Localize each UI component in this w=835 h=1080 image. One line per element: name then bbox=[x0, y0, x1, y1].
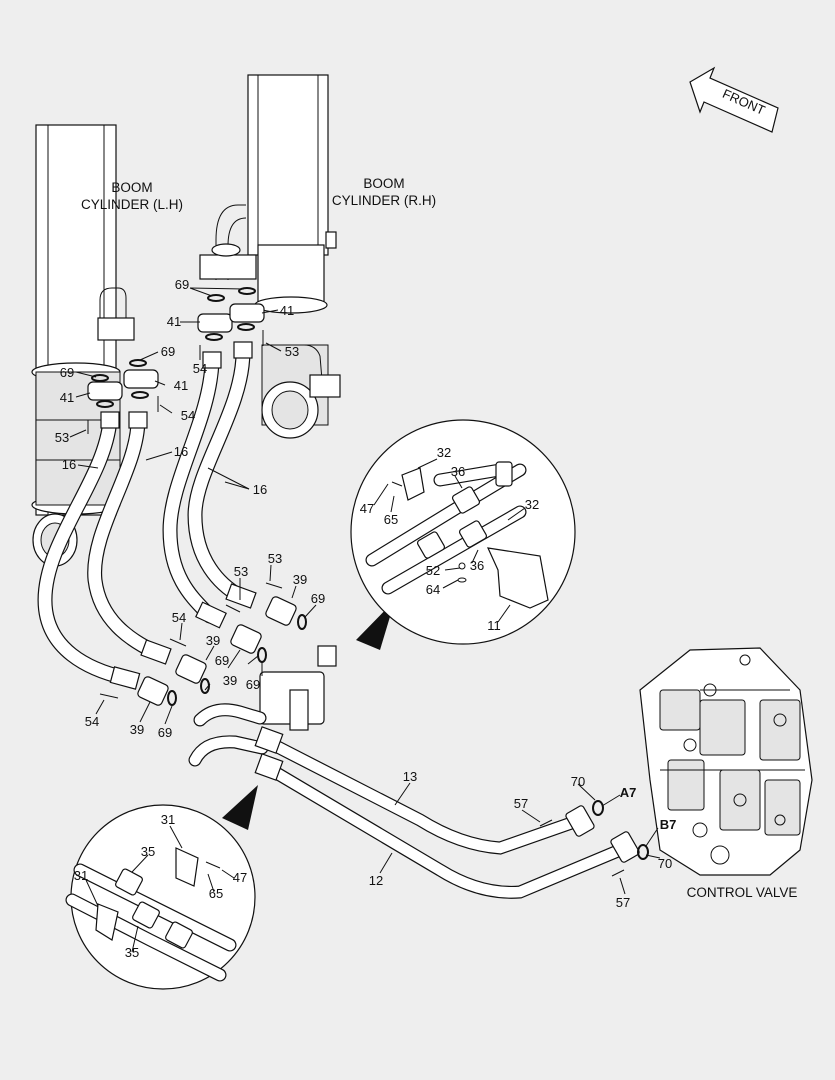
control-valve-label: CONTROL VALVE bbox=[687, 885, 798, 900]
callout: 69 bbox=[246, 677, 260, 692]
callout: 36 bbox=[451, 464, 465, 479]
callout: 31 bbox=[161, 812, 175, 827]
callout: 39 bbox=[206, 633, 220, 648]
callout: 35 bbox=[125, 945, 139, 960]
callout: 69 bbox=[161, 344, 175, 359]
boom-cylinder-right bbox=[199, 74, 341, 439]
flanges-41 bbox=[87, 287, 265, 408]
pipes-12-13 bbox=[188, 703, 649, 899]
right-cylinder-label-line2: CYLINDER (R.H) bbox=[332, 193, 436, 208]
callout: 54 bbox=[181, 408, 195, 423]
right-cylinder-label-line1: BOOM bbox=[363, 176, 404, 191]
callout: 41 bbox=[174, 378, 188, 393]
callout: 32 bbox=[525, 497, 539, 512]
hoses-16 bbox=[37, 344, 251, 686]
callout: 36 bbox=[470, 558, 484, 573]
callout: 16 bbox=[174, 444, 188, 459]
callout: 53 bbox=[268, 551, 282, 566]
callout: 53 bbox=[234, 564, 248, 579]
callout: 65 bbox=[384, 512, 398, 527]
callout: 41 bbox=[60, 390, 74, 405]
callout: 31 bbox=[74, 868, 88, 883]
detail-upper-callouts: 32 36 47 65 32 52 36 64 11 bbox=[360, 445, 539, 633]
bolts bbox=[87, 330, 625, 877]
callout: 57 bbox=[514, 796, 528, 811]
port-a7-label: A7 bbox=[620, 785, 637, 800]
callout: 69 bbox=[311, 591, 325, 606]
callout: 12 bbox=[369, 873, 383, 888]
callout: 41 bbox=[280, 303, 294, 318]
control-valve-body bbox=[639, 647, 813, 876]
cylinder-labels: BOOM CYLINDER (L.H) BOOM CYLINDER (R.H) bbox=[81, 176, 436, 212]
callout: 11 bbox=[487, 618, 501, 633]
callout: 65 bbox=[209, 886, 223, 901]
callout: 47 bbox=[360, 501, 374, 516]
callout: 53 bbox=[285, 344, 299, 359]
callout: 64 bbox=[426, 582, 440, 597]
leader-lines-detail bbox=[85, 458, 526, 953]
leader-lines bbox=[69, 287, 661, 895]
left-cylinder-label-line2: CYLINDER (L.H) bbox=[81, 197, 183, 212]
callout: 13 bbox=[403, 769, 417, 784]
callout: 47 bbox=[233, 870, 247, 885]
callout: 54 bbox=[85, 714, 99, 729]
callout: 70 bbox=[658, 856, 672, 871]
callout: 35 bbox=[141, 844, 155, 859]
callout: 16 bbox=[62, 457, 76, 472]
callout: 69 bbox=[60, 365, 74, 380]
left-cylinder-label-line1: BOOM bbox=[111, 180, 152, 195]
flanges-39 bbox=[137, 596, 307, 706]
callout: 53 bbox=[55, 430, 69, 445]
callout: 39 bbox=[130, 722, 144, 737]
front-arrow-icon: FRONT bbox=[689, 66, 779, 133]
callout: 41 bbox=[167, 314, 181, 329]
callout-numbers: 69 41 41 53 69 54 69 41 41 54 53 16 16 1… bbox=[55, 277, 672, 910]
callout: 52 bbox=[426, 563, 440, 578]
callout: 69 bbox=[158, 725, 172, 740]
port-b7-label: B7 bbox=[660, 817, 677, 832]
boom-cylinder-left bbox=[31, 124, 135, 567]
callout: 69 bbox=[175, 277, 189, 292]
callout: 57 bbox=[616, 895, 630, 910]
callout: 32 bbox=[437, 445, 451, 460]
pipe-clamp-block bbox=[259, 645, 337, 731]
callout: 70 bbox=[571, 774, 585, 789]
callout: 39 bbox=[293, 572, 307, 587]
callout: 16 bbox=[253, 482, 267, 497]
detail-view-lower bbox=[65, 785, 258, 990]
hose-fittings bbox=[100, 341, 257, 690]
callout: 69 bbox=[215, 653, 229, 668]
control-valve-labels: A7 B7 CONTROL VALVE bbox=[620, 785, 798, 900]
callout: 54 bbox=[193, 361, 207, 376]
callout: 54 bbox=[172, 610, 186, 625]
detail-lower-callouts: 31 35 47 65 31 35 bbox=[74, 812, 247, 960]
callout: 39 bbox=[223, 673, 237, 688]
detail-view-upper bbox=[350, 419, 576, 650]
